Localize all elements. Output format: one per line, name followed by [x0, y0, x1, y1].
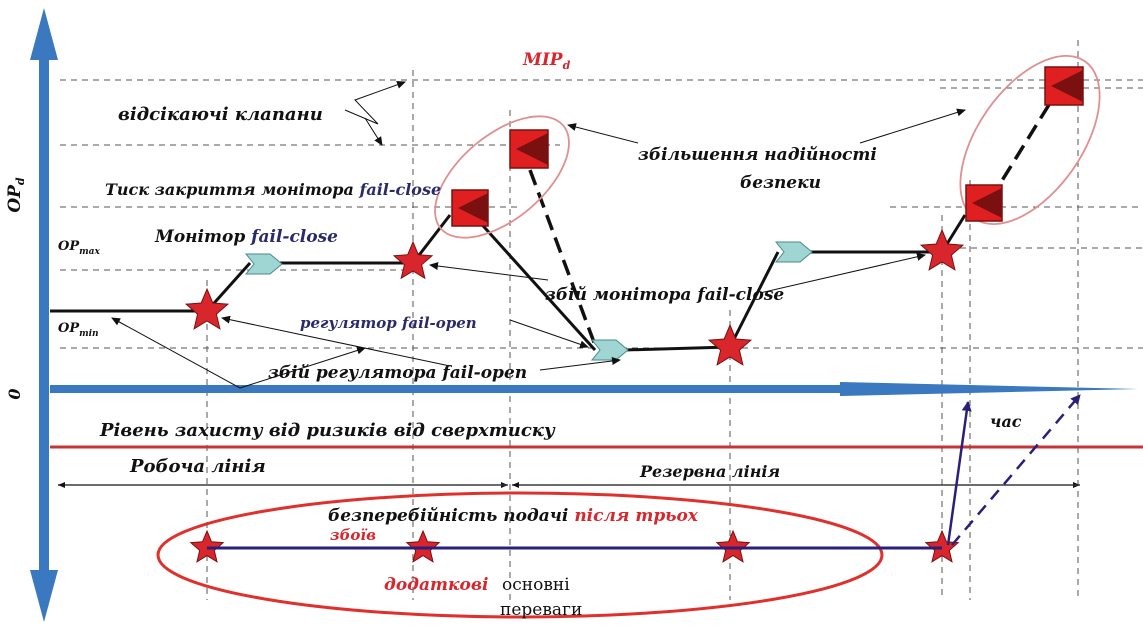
continuity-label: безперебійність подачі після трьох	[328, 506, 699, 526]
y-axis-label: OPd	[5, 177, 27, 213]
op-max-label: OPmax	[58, 239, 100, 257]
regulator-label: регулятор fail-open	[300, 314, 477, 332]
continuity-label-3: збоїв	[330, 526, 376, 544]
stars	[184, 228, 965, 563]
star-icon	[189, 529, 225, 563]
star-icon	[919, 228, 965, 271]
mip-label: MIPd	[522, 50, 571, 72]
star-icon	[715, 529, 751, 563]
regulator-failure-label: збій регулятора fail-open	[268, 363, 527, 383]
star-icon	[184, 287, 230, 330]
square-triangle-icon	[451, 189, 489, 227]
additional-label: додаткові	[384, 575, 488, 595]
advantages-ellipse	[156, 491, 884, 619]
monitor-label: Монітор fail-close	[154, 227, 338, 247]
working-line-label: Робоча лінія	[129, 456, 266, 477]
star-icon	[392, 240, 434, 280]
square-triangle-icon	[509, 129, 549, 169]
chevron-icon	[774, 241, 813, 263]
reserve-line-label: Резервна лінія	[639, 462, 780, 481]
main-advantages-label-1: основні	[502, 575, 570, 595]
reliability-label-1: збільшення надійності	[638, 145, 877, 165]
shutoff-valves-label: відсікаючі клапани	[118, 104, 323, 125]
time-label: час	[990, 412, 1022, 431]
star-icon	[707, 323, 753, 366]
time-axis	[50, 382, 1138, 396]
y-axis	[30, 8, 58, 622]
square-triangle-icon	[1044, 66, 1084, 106]
star-icon	[405, 529, 441, 563]
chevron-icon	[244, 253, 283, 275]
annotation-arrows	[111, 80, 966, 389]
reliability-label-2: безпеки	[740, 173, 821, 193]
zero-label: 0	[5, 388, 24, 399]
square-triangle-icon	[965, 184, 1003, 222]
op-min-label: OPmin	[58, 321, 99, 339]
monitor-close-pressure-label: Тиск закриття монітора fail-close	[105, 180, 441, 199]
pressure-path	[50, 206, 967, 352]
reserve-arrow-dashed	[951, 394, 1081, 546]
main-advantages-label-2: переваги	[500, 600, 582, 620]
protection-level-label: Рівень захисту від ризиків від сверхтиск…	[99, 420, 556, 441]
monitor-failure-label: збій монітора fail-close	[545, 285, 784, 305]
reserve-arrow-solid	[946, 401, 972, 546]
chevron-icon	[590, 339, 629, 361]
